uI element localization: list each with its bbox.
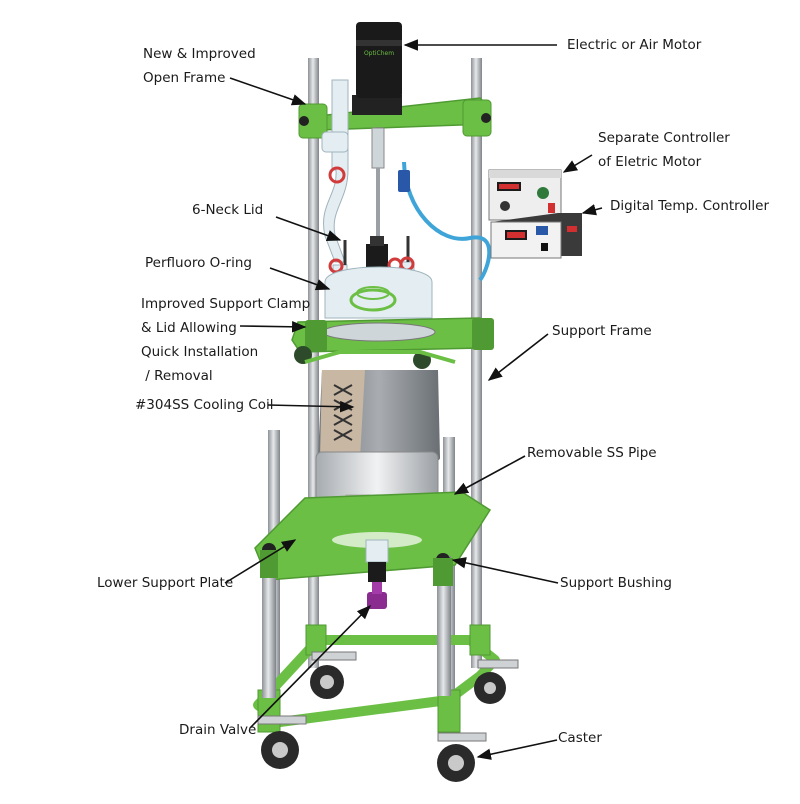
label-temp-controller: Digital Temp. Controller (610, 198, 770, 214)
temp-controller (490, 213, 582, 259)
label-support-bushing: Support Bushing (560, 575, 672, 591)
label-open-frame-line2: Open Frame (143, 70, 226, 86)
label-drain-valve: Drain Valve (179, 722, 257, 738)
label-separate-controller-line2: of Eletric Motor (598, 154, 702, 170)
arrow-removable-pipe (453, 455, 526, 495)
arrow-separate-controller (562, 154, 593, 173)
arrow-lower-plate (224, 539, 297, 584)
arrow-drain-valve (249, 604, 372, 729)
label-separate-controller: Separate Controller of Eletric Motor (598, 126, 730, 174)
motor-controller (488, 169, 562, 221)
label-support-clamp-line2: & Lid Allowing (141, 320, 237, 336)
label-caster: Caster (558, 730, 602, 746)
label-support-clamp-line4: / Removal (141, 368, 213, 384)
motor-assembly: OptiChem (299, 22, 491, 238)
front-rods (260, 543, 453, 698)
arrow-support-clamp (239, 321, 307, 333)
label-oring: Perfluoro O-ring (145, 255, 252, 271)
label-support-clamp-line1: Improved Support Clamp (141, 296, 311, 312)
six-neck-lid (324, 236, 433, 319)
probe-connector (398, 170, 410, 192)
label-separate-controller-line1: Separate Controller (598, 130, 730, 146)
coolant-tubing (402, 161, 492, 282)
label-support-clamp: Improved Support Clamp & Lid Allowing Qu… (141, 292, 310, 388)
frame-clamps-top (298, 99, 492, 139)
arrow-temp-controller (581, 204, 603, 216)
arrow-open-frame (229, 77, 307, 106)
arrow-support-frame (487, 333, 549, 381)
arrow-six-neck-lid (275, 216, 342, 242)
arrow-cooling-coil (267, 400, 355, 413)
label-open-frame: New & Improved Open Frame (143, 42, 256, 90)
arrow-caster (476, 739, 558, 760)
motor-brand: OptiChem (364, 50, 394, 57)
label-open-frame-line1: New & Improved (143, 46, 256, 62)
casters (257, 651, 519, 782)
label-motor: Electric or Air Motor (567, 37, 702, 53)
arrow-support-bushing (451, 557, 559, 584)
label-removable-pipe: Removable SS Pipe (527, 445, 657, 461)
arrow-oring (269, 267, 331, 291)
label-cooling-coil: #304SS Cooling Coil (135, 397, 274, 413)
label-lower-plate: Lower Support Plate (97, 575, 234, 591)
callout-arrows (224, 39, 603, 760)
label-support-clamp-line3: Quick Installation (141, 344, 259, 360)
drain-valve (365, 539, 389, 609)
support-clamp-ring (291, 317, 494, 369)
label-six-neck-lid: 6-Neck Lid (192, 202, 264, 218)
label-support-frame: Support Frame (552, 323, 652, 339)
